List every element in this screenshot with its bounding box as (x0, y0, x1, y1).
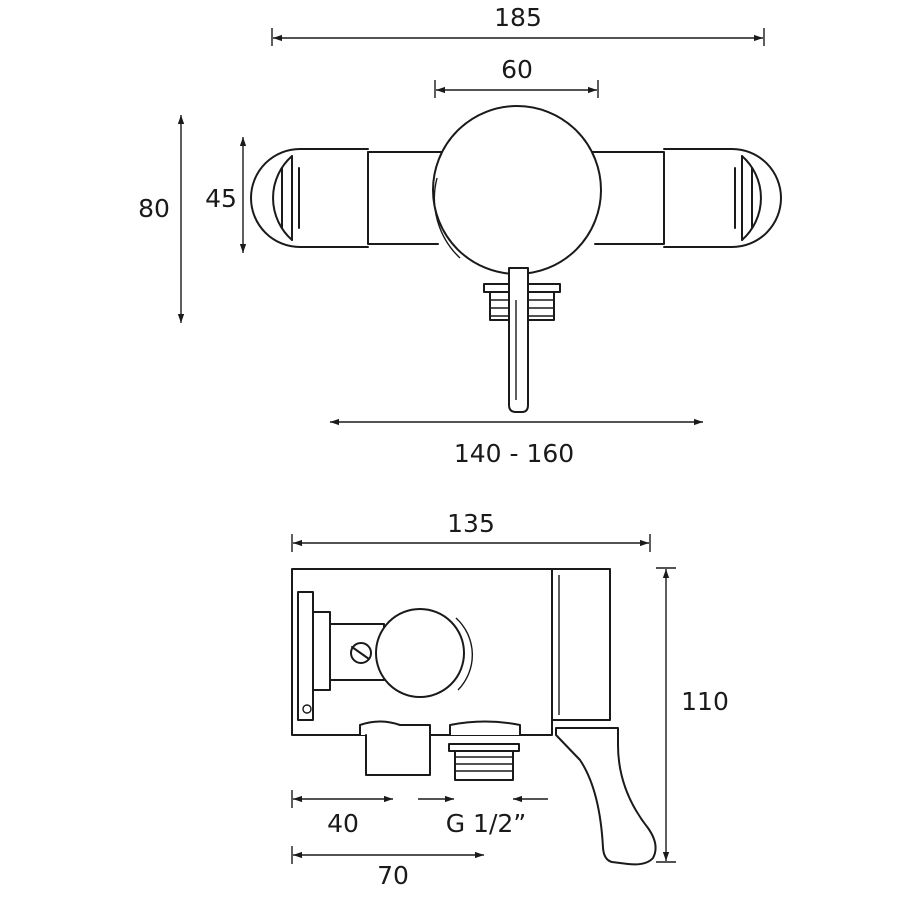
dim-height: 80 (138, 194, 170, 223)
dim-centres-range: 140 - 160 (454, 439, 574, 468)
dim-body-diameter: 60 (501, 55, 533, 84)
right-end-cap (663, 148, 782, 248)
side-outlet (359, 720, 521, 781)
left-end-cap (250, 148, 369, 248)
dim-outlet-offset: 40 (327, 809, 359, 838)
side-knob (375, 608, 474, 698)
lever-handle (508, 267, 529, 413)
valve-bar-body (367, 151, 665, 245)
side-view: 135 110 40 G 1/2” 70 (291, 509, 729, 890)
dim-end-cap-height: 45 (205, 184, 237, 213)
front-view: 185 60 80 45 140 - 160 (138, 3, 782, 468)
dim-overall-width: 185 (494, 3, 542, 32)
side-lever (551, 568, 657, 866)
connector-arm (329, 623, 385, 681)
dim-side-width: 135 (447, 509, 495, 538)
side-body (291, 568, 553, 736)
central-control-body (432, 105, 602, 275)
dim-outlet-to-lever: 70 (377, 861, 409, 890)
dim-side-height: 110 (681, 687, 729, 716)
wall-plate (297, 591, 331, 721)
dim-outlet-thread: G 1/2” (446, 809, 527, 838)
